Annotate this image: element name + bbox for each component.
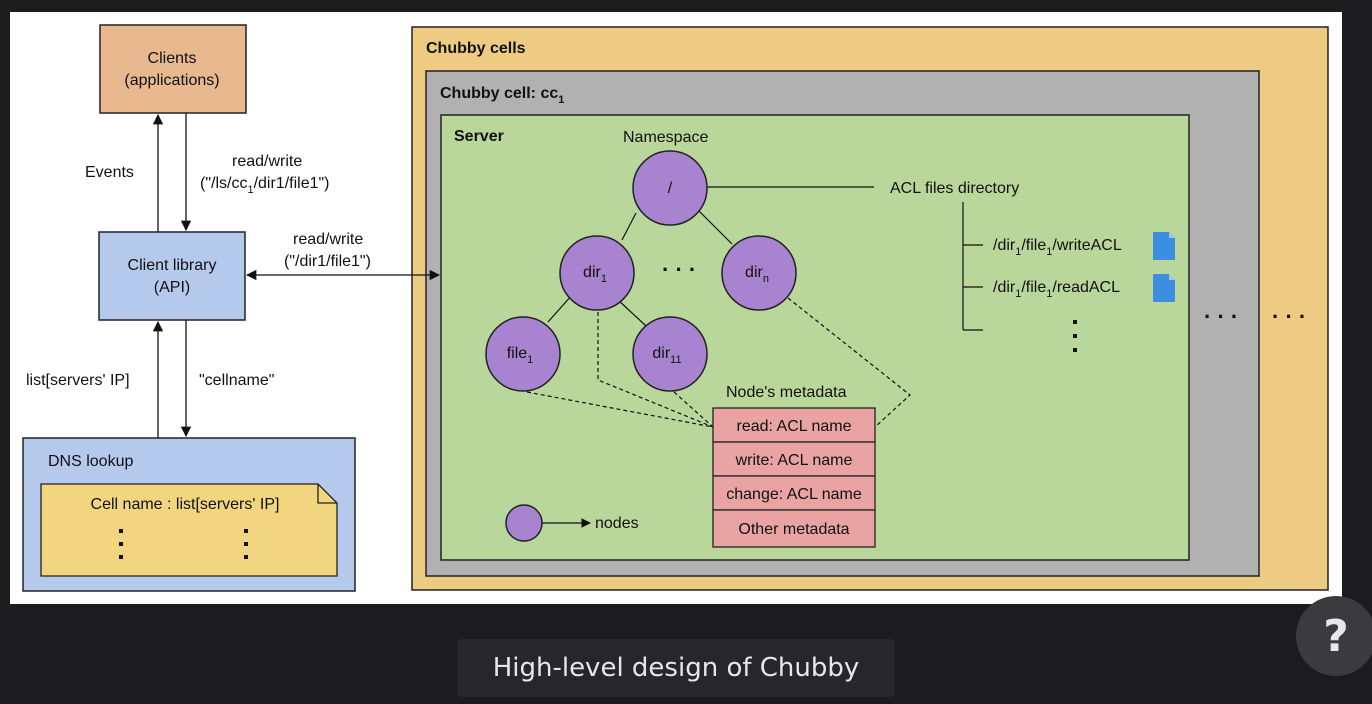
events-label: Events [85,164,134,181]
metadata-row: write: ACL name [735,452,853,469]
file1-node-label: file1 [507,345,534,366]
dns-lookup-title: DNS lookup [48,453,133,470]
rw-clients-path: ("/ls/cc1/dir1/file1") [200,175,330,196]
metadata-row: change: ACL name [726,486,862,503]
rw-server-label: read/write [293,231,363,248]
dirs-ellipsis: · · · [662,257,696,282]
legend-nodes-label: nodes [595,515,639,532]
acl-tree-lines [962,202,983,331]
diagram-canvas: Chubby cells Chubby cell: cc1 · · · · · … [10,12,1342,604]
clients-sublabel: (applications) [124,72,219,89]
dir1-node [559,235,635,311]
list-servers-label: list[servers' IP] [26,372,130,389]
dir11-node-label: dir11 [652,345,681,366]
acl-write-path: /dir1/file1/writeACL [993,237,1122,258]
legend-node-icon [505,504,543,542]
metadata-row-bg [712,407,876,443]
dns-note-label: Cell name : list[servers' IP] [91,496,280,513]
metadata-row-bg [712,509,876,548]
namespace-label: Namespace [623,129,708,146]
file1-node [485,316,561,392]
chubby-diagram: Chubby cells Chubby cell: cc1 · · · · · … [22,24,1329,592]
read-acl-file-icon [1153,274,1175,302]
clients-box [99,24,247,114]
server-title: Server [454,128,504,145]
dirn-node [721,235,797,311]
dir1-node-label: dir1 [583,264,607,285]
chubby-cell-title: Chubby cell: cc1 [440,85,564,106]
metadata-row-bg [712,475,876,511]
client-library-label: Client library [128,257,217,274]
dirn-node-label: dirn [745,264,769,285]
metadata-title: Node's metadata [726,384,847,401]
cellname-label: "cellname" [199,372,274,389]
rw-clients-label: read/write [232,153,302,170]
write-acl-file-icon [1153,232,1175,260]
metadata-row: read: ACL name [736,418,851,435]
acl-files-directory-label: ACL files directory [890,180,1019,197]
cells-ellipsis-1: · · · [1204,304,1238,329]
acl-read-path: /dir1/file1/readACL [993,279,1120,300]
clients-label: Clients [148,50,197,67]
dns-vertical-ellipsis [119,529,248,559]
client-library-sublabel: (API) [154,279,190,296]
help-button[interactable]: ? [1296,596,1372,676]
rw-server-path: ("/dir1/file1") [284,253,371,270]
client-library-box [98,231,246,321]
chubby-cells-title: Chubby cells [426,40,526,57]
metadata-links [526,297,911,428]
metadata-table: read: ACL name write: ACL name change: A… [712,407,876,548]
metadata-row-bg [712,441,876,477]
dns-note [40,483,338,577]
figure-caption: High-level design of Chubby [457,639,895,697]
metadata-row: Other metadata [738,521,849,538]
root-node [632,150,708,226]
cells-ellipsis-2: · · · [1272,304,1306,329]
acl-vertical-ellipsis [1073,320,1077,352]
root-node-label: / [668,180,673,197]
dir11-node [632,316,708,392]
